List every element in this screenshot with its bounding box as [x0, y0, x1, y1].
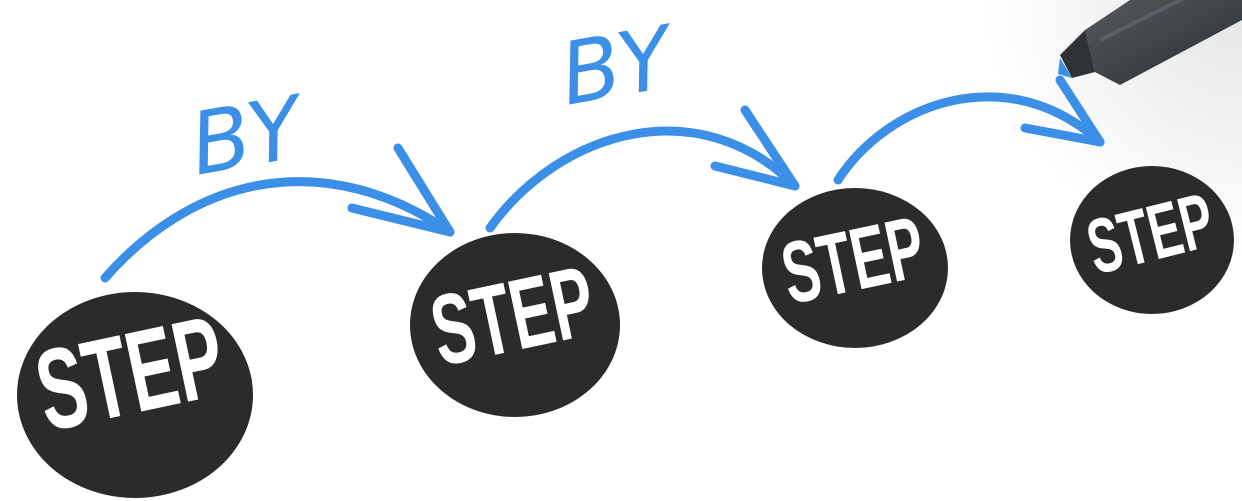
step-circle-1: STEP	[17, 292, 253, 498]
marker-pen-icon	[1058, 0, 1242, 85]
step-circle-3: STEP	[762, 188, 948, 348]
by-label-1: BY	[183, 77, 315, 196]
arrow-2	[490, 110, 795, 228]
step-circle-4: STEP	[1070, 166, 1234, 314]
by-label-2: BY	[553, 7, 685, 126]
step-circle-2: STEP	[410, 233, 620, 417]
arrow-3	[838, 80, 1100, 180]
